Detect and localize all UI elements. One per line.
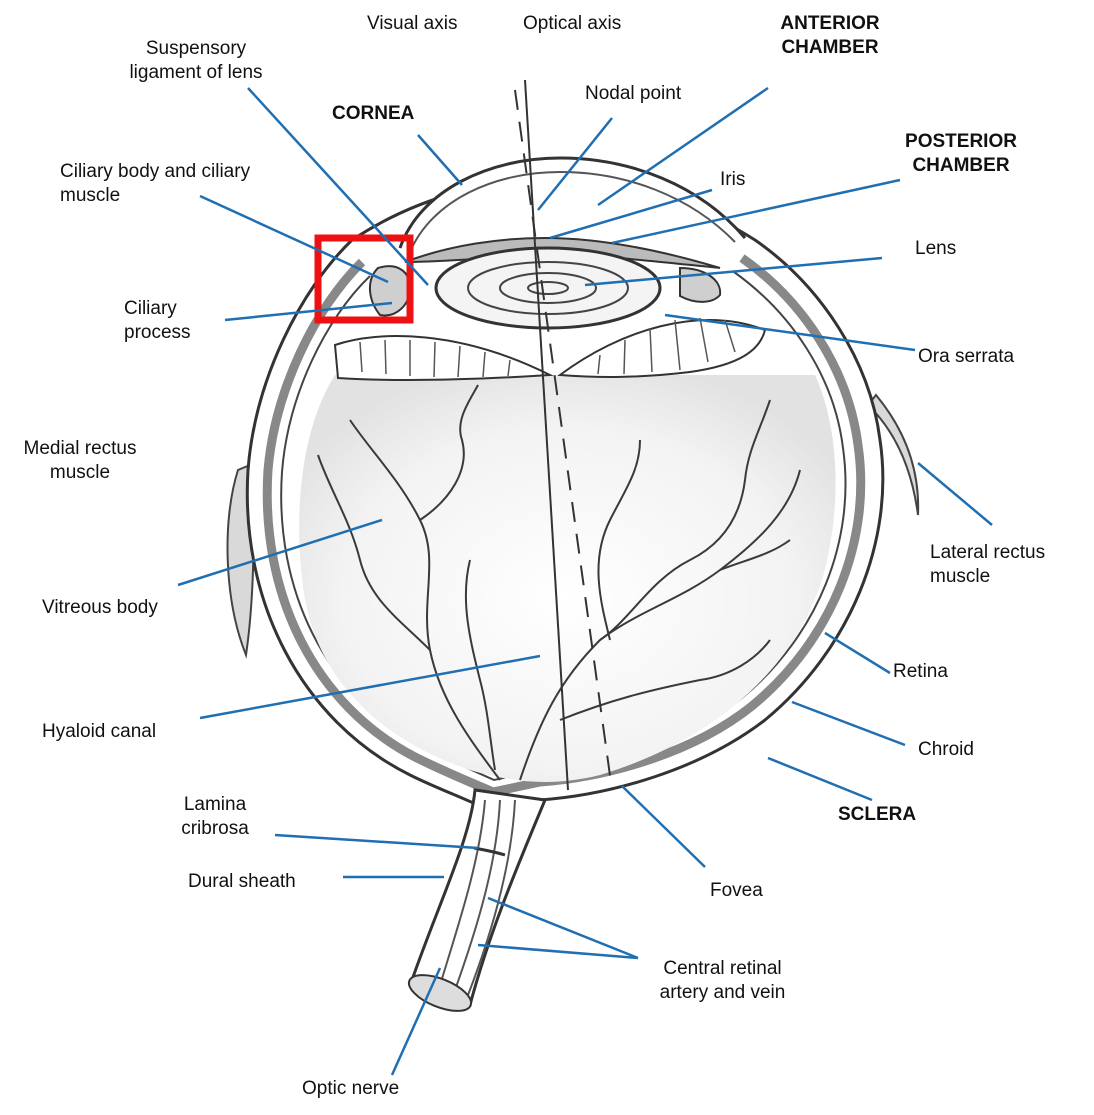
leader-lamina — [275, 835, 478, 848]
label-fovea: Fovea — [710, 879, 763, 903]
label-suspensory-ligament: Suspensory ligament of lens — [112, 37, 280, 85]
label-hyaloid-canal: Hyaloid canal — [42, 720, 156, 744]
label-medial-rectus-line1: Medial rectus — [10, 437, 150, 461]
label-ora-serrata: Ora serrata — [918, 345, 1014, 369]
label-retina: Retina — [893, 660, 948, 684]
leader-lateral-rectus — [918, 463, 992, 525]
label-medial-rectus-line2: muscle — [10, 461, 150, 485]
label-chroid: Chroid — [918, 738, 974, 762]
label-lamina-cribrosa: Lamina cribrosa — [160, 793, 270, 841]
label-lateral-rectus-line2: muscle — [930, 565, 1045, 589]
label-central-retinal: Central retinal artery and vein — [640, 957, 805, 1005]
label-anterior-chamber-line1: ANTERIOR — [760, 12, 900, 36]
label-vitreous-body: Vitreous body — [42, 596, 158, 620]
label-iris: Iris — [720, 168, 745, 192]
label-dural-sheath: Dural sheath — [188, 870, 296, 894]
leader-central-retinal-b — [478, 945, 638, 958]
optic-nerve-shape — [412, 790, 545, 1005]
label-ciliary-body-line2: muscle — [60, 184, 250, 208]
label-optic-nerve: Optic nerve — [302, 1077, 399, 1101]
label-medial-rectus: Medial rectus muscle — [10, 437, 150, 485]
label-optical-axis: Optical axis — [523, 12, 621, 36]
label-nodal-point: Nodal point — [585, 82, 681, 106]
label-ciliary-process-line2: process — [124, 321, 191, 345]
label-ciliary-body: Ciliary body and ciliary muscle — [60, 160, 250, 208]
leader-retina — [825, 633, 890, 673]
label-lamina-line1: Lamina — [160, 793, 270, 817]
leader-chroid — [792, 702, 905, 745]
label-ciliary-body-line1: Ciliary body and ciliary — [60, 160, 250, 184]
label-visual-axis: Visual axis — [367, 12, 457, 36]
label-cornea: CORNEA — [332, 102, 414, 126]
leader-central-retinal-a — [488, 898, 638, 958]
leader-fovea — [622, 786, 705, 867]
label-anterior-chamber-line2: CHAMBER — [760, 36, 900, 60]
leader-sclera — [768, 758, 872, 800]
label-suspensory-line2: ligament of lens — [112, 61, 280, 85]
label-sclera: SCLERA — [838, 803, 916, 827]
lens-shape — [436, 248, 660, 328]
label-central-retinal-line2: artery and vein — [640, 981, 805, 1005]
label-lens: Lens — [915, 237, 956, 261]
label-anterior-chamber: ANTERIOR CHAMBER — [760, 12, 900, 60]
leader-cornea — [418, 135, 462, 185]
label-suspensory-line1: Suspensory — [112, 37, 280, 61]
label-ciliary-process-line1: Ciliary — [124, 297, 191, 321]
label-lateral-rectus-line1: Lateral rectus — [930, 541, 1045, 565]
label-central-retinal-line1: Central retinal — [640, 957, 805, 981]
label-ciliary-process: Ciliary process — [124, 297, 191, 345]
label-posterior-chamber-line1: POSTERIOR — [886, 130, 1036, 154]
label-posterior-chamber: POSTERIOR CHAMBER — [886, 130, 1036, 178]
label-lateral-rectus: Lateral rectus muscle — [930, 541, 1045, 589]
label-lamina-line2: cribrosa — [160, 817, 270, 841]
label-posterior-chamber-line2: CHAMBER — [886, 154, 1036, 178]
